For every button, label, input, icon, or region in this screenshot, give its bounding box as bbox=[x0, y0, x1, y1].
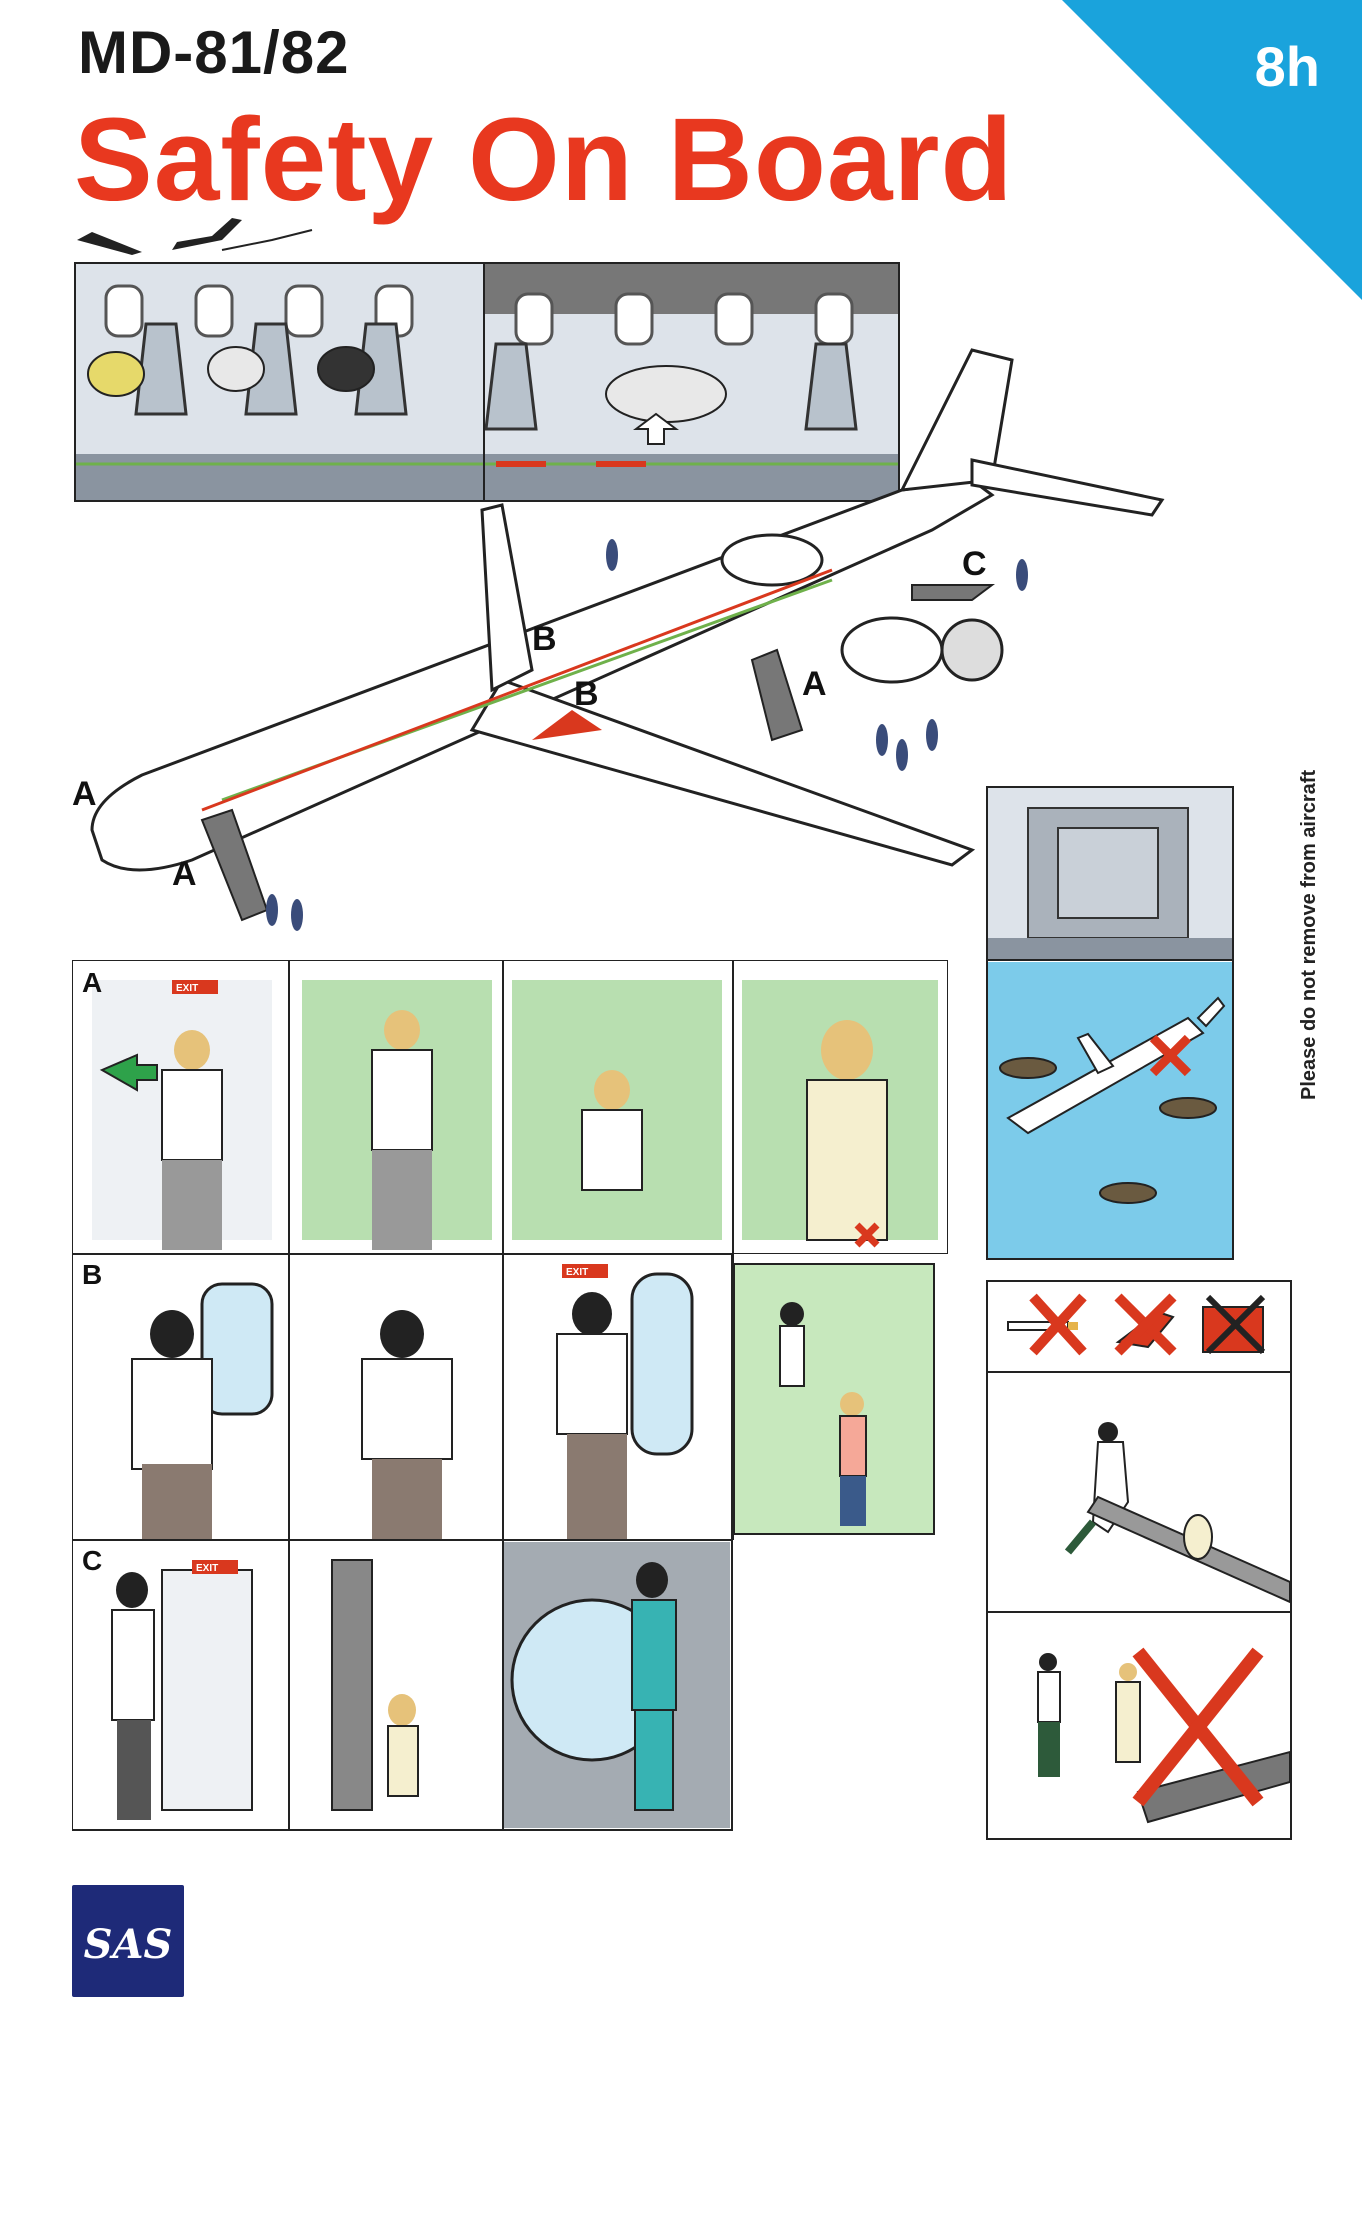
exit-sign-a1: EXIT bbox=[176, 983, 198, 994]
row-letter-c: C bbox=[82, 1545, 102, 1576]
row-letter-b: B bbox=[82, 1259, 102, 1290]
exit-instruction-grid: EXIT A bbox=[71, 959, 949, 2230]
exit-label-b-lower: B bbox=[574, 675, 599, 713]
sas-logo-text: SAS bbox=[83, 1921, 173, 1968]
corner-triangle bbox=[1062, 0, 1362, 300]
aircraft-exit-diagram: A A B B A C bbox=[72, 348, 1165, 931]
aircraft-model: MD-81/82 bbox=[78, 19, 350, 86]
plane-takeoff-icons bbox=[77, 218, 313, 255]
exit-row-b: EXIT B bbox=[71, 1253, 948, 1541]
cabin-brace-panel bbox=[74, 262, 900, 502]
exit-label-b-upper: B bbox=[532, 620, 557, 658]
exit-sign-b3: EXIT bbox=[566, 1267, 588, 1278]
exit-row-a: EXIT A bbox=[71, 959, 949, 1255]
do-not-remove-notice: Please do not remove from aircraft bbox=[1298, 769, 1320, 1100]
exit-label-a-rear: A bbox=[802, 665, 827, 703]
exit-row-c: EXIT C bbox=[71, 1539, 733, 1831]
no-high-heels-icon bbox=[1114, 1293, 1177, 1356]
sas-logo: SAS bbox=[72, 1885, 184, 1997]
row-letter-a: A bbox=[82, 967, 102, 998]
slide-rules-panel bbox=[986, 1280, 1292, 1840]
no-luggage-icon bbox=[1202, 1294, 1266, 1355]
exit-label-c: C bbox=[962, 545, 987, 583]
no-smoking-icon bbox=[1007, 1293, 1087, 1356]
exit-label-a-slide: A bbox=[172, 855, 197, 893]
ditching-panel bbox=[986, 786, 1234, 1260]
card-title: Safety On Board bbox=[74, 94, 1014, 226]
exit-label-a-front: A bbox=[72, 775, 97, 813]
card-code-label: 8h bbox=[1254, 35, 1320, 98]
exit-sign-c1: EXIT bbox=[196, 1563, 218, 1574]
